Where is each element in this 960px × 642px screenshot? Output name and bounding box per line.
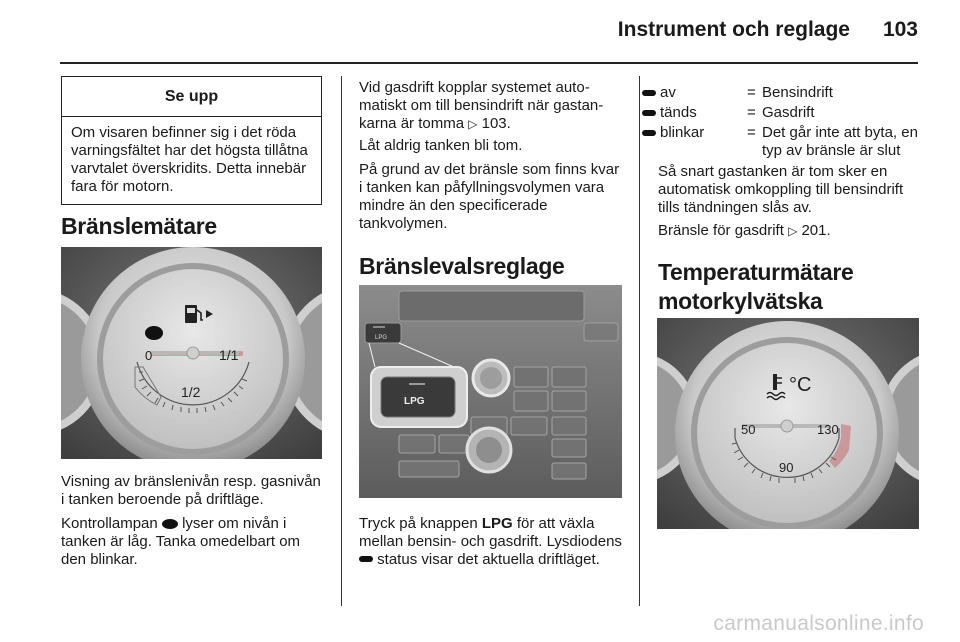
legend-row-on: tänds = Gasdrift <box>640 104 920 122</box>
coolant-temp-heading: Temperaturmätare motorkylvätska <box>658 258 854 316</box>
header-rule <box>60 62 918 64</box>
fuel-gauge-para-1: Visning av bränslenivån resp. gasni­vån … <box>61 473 321 508</box>
gas-para-3: På grund av det bränsle som finns kvar i… <box>359 161 620 232</box>
led-indicator-inline-icon <box>359 556 373 562</box>
legend-definition: Det går inte att byta, en typ av bränsle… <box>762 124 918 159</box>
coolant-temp-heading-line-2: motorkylvätska <box>658 288 823 314</box>
low-fuel-warning-lamp-icon <box>145 326 163 340</box>
fuel-gauge-mark-empty: 0 <box>145 348 152 363</box>
legend-term: tänds <box>660 104 697 121</box>
fuel-selector-para-end: status visar det aktuella drift­läget. <box>377 551 600 568</box>
legend-equals: = <box>747 104 756 121</box>
coolant-temp-gauge-illustration: 50 130 90 °C <box>657 318 919 529</box>
fuel-selector-para: Tryck på knappen LPG för att växla mella… <box>359 515 625 569</box>
center-console-illustration: LPG LPG <box>359 285 622 498</box>
fuel-selector-para-middle: för att växla mellan bensin- och gasdrif… <box>359 515 622 550</box>
page-number: 103 <box>882 18 918 41</box>
fuel-gauge-heading: Bränslemätare <box>61 213 217 239</box>
lpg-button-name: LPG <box>481 515 513 532</box>
legend-equals: = <box>747 84 756 101</box>
watermark: carmanualsonline.info <box>713 612 924 635</box>
warning-box: Se upp Om visaren befinner sig i det röd… <box>61 76 322 205</box>
fuel-selector-heading: Bränslevalsreglage <box>359 253 565 279</box>
fuel-gauge-para-2-end: lyser om nivån i tanken är låg. Tanka om… <box>61 515 301 568</box>
warning-box-text: Om visaren befinner sig i det röda varni… <box>71 124 308 195</box>
coolant-temp-photo: 50 130 90 °C <box>657 318 919 529</box>
fuel-gauge-illustration: 0 1/1 1/2 <box>61 247 322 459</box>
warning-box-title: Se upp <box>62 77 321 117</box>
fuel-selector-photo: LPG LPG <box>359 285 622 498</box>
legend-term: av <box>660 84 676 101</box>
fuel-gauge-photo: 0 1/1 1/2 <box>61 247 322 459</box>
legend-row-off: av = Bensindrift <box>640 84 920 102</box>
temp-gauge-mark-mid: 90 <box>779 460 793 475</box>
coolant-temp-heading-line-1: Temperaturmätare <box>658 259 854 285</box>
temp-gauge-mark-high: 130 <box>817 422 839 437</box>
low-fuel-lamp-inline-icon <box>161 519 178 529</box>
led-indicator-icon <box>642 110 656 116</box>
running-header-title: Instrument och reglage <box>617 18 850 41</box>
temp-unit-label: °C <box>789 374 811 396</box>
column-separator-2 <box>639 76 640 606</box>
lpg-button-large-label: LPG <box>404 396 425 407</box>
gas-empty-para-1: Så snart gastanken är tom sker en automa… <box>658 163 904 216</box>
gas-empty-page-ref[interactable]: 201. <box>801 222 831 239</box>
gas-empty-para-2-text: Bränsle för gasdrift <box>658 222 784 239</box>
gas-para-1: Vid gasdrift kopplar systemet auto­matis… <box>359 79 625 133</box>
fuel-pump-icon <box>185 305 213 323</box>
gas-para-2: Låt aldrig tanken bli tom. <box>359 137 523 154</box>
coolant-temperature-icon <box>766 374 786 401</box>
fuel-selector-para-start: Tryck på knappen <box>359 515 478 532</box>
legend-term: blinkar <box>660 124 705 141</box>
page-reference-arrow-icon: ▷ <box>468 117 478 131</box>
fuel-gauge-para-2-start: Kontrollampan <box>61 515 158 532</box>
led-indicator-icon <box>642 90 656 96</box>
legend-row-flashing: blinkar = Det går inte att byta, en typ … <box>640 124 920 160</box>
temp-gauge-mark-low: 50 <box>741 422 755 437</box>
fuel-gauge-mark-full: 1/1 <box>219 347 239 363</box>
gas-para-1-page-ref[interactable]: 103. <box>481 115 511 132</box>
legend-definition: Gasdrift <box>762 104 815 121</box>
lpg-button-small-label: LPG <box>375 335 387 341</box>
legend-definition: Bensindrift <box>762 84 833 101</box>
column-separator-1 <box>341 76 342 606</box>
fuel-gauge-mark-half: 1/2 <box>181 384 201 400</box>
led-status-legend: av = Bensindrift tänds = Gasdrift blinka… <box>640 84 920 162</box>
legend-equals: = <box>747 124 756 141</box>
fuel-gauge-para-2: Kontrollampan lyser om nivån i tanken är… <box>61 515 326 569</box>
gas-empty-para-2: Bränsle för gasdrift ▷ 201. <box>658 222 924 240</box>
led-indicator-icon <box>642 130 656 136</box>
gas-para-1-text: Vid gasdrift kopplar systemet auto­matis… <box>359 79 604 132</box>
page-reference-arrow-icon: ▷ <box>788 224 798 238</box>
